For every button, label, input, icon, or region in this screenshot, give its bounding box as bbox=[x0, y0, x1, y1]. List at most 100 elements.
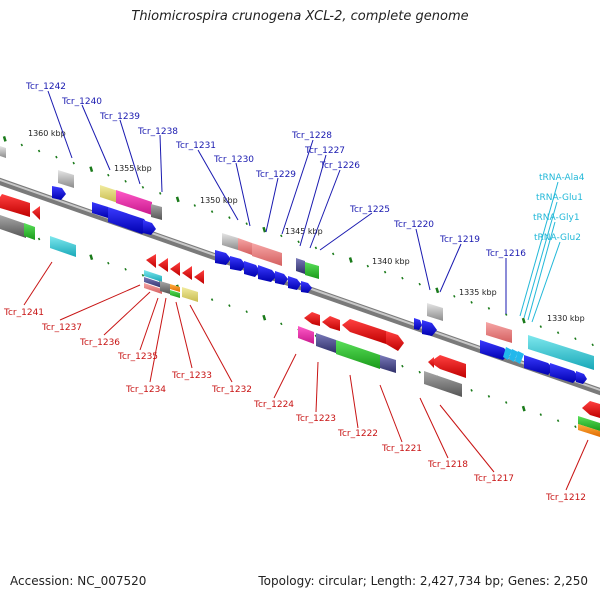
upper-tick bbox=[55, 155, 58, 159]
upper-tick bbox=[556, 331, 560, 335]
label-trna-glu2: tRNA-Glu2 bbox=[534, 233, 581, 243]
upper-tick bbox=[331, 252, 335, 256]
leader-tcr1220 bbox=[415, 228, 431, 291]
leader-tcr1236 bbox=[103, 291, 151, 336]
gene-tcr1218 bbox=[430, 355, 466, 378]
upper-tick bbox=[280, 234, 283, 238]
label-tcr1219: Tcr_1219 bbox=[439, 235, 480, 245]
genome-summary-text: Topology: circular; Length: 2,427,734 bp… bbox=[258, 574, 588, 588]
label-tcr1227: Tcr_1227 bbox=[304, 146, 345, 156]
gene-tcr1223 bbox=[316, 333, 336, 353]
label-tcr1241: Tcr_1241 bbox=[3, 308, 44, 318]
leader-trna-gly1 bbox=[527, 221, 556, 321]
leader-tcr1222 bbox=[349, 374, 359, 429]
gene-tcr1240 bbox=[100, 185, 118, 203]
gene-fwd-blue-10 bbox=[288, 276, 301, 290]
label-tcr1233: Tcr_1233 bbox=[171, 371, 212, 381]
label-tcr1216: Tcr_1216 bbox=[485, 249, 526, 259]
lower-tick bbox=[418, 370, 421, 374]
accession-text: Accession: NC_007520 bbox=[10, 574, 147, 588]
label-trna-gly1: tRNA-Gly1 bbox=[533, 213, 580, 223]
upper-tick bbox=[435, 287, 440, 294]
leader-tcr1232 bbox=[189, 304, 233, 383]
leader-tcr1234 bbox=[149, 297, 167, 383]
leader-tcr1227 bbox=[299, 154, 327, 247]
upper-tick bbox=[245, 222, 248, 226]
gene-tcr1233b bbox=[170, 290, 180, 298]
gene-trna-2 bbox=[509, 349, 518, 362]
forward-strand-genes bbox=[0, 146, 594, 384]
gene-tcr1230 bbox=[238, 238, 252, 255]
label-tcr1220: Tcr_1220 bbox=[393, 220, 434, 230]
gene-tcr1221 bbox=[380, 355, 396, 373]
gene-tcr1224a bbox=[304, 312, 320, 326]
gene-rev-red-6 bbox=[182, 266, 192, 280]
upper-tick bbox=[297, 240, 300, 244]
lower-tick bbox=[574, 425, 577, 429]
leader-tcr1219 bbox=[439, 243, 462, 293]
upper-tick bbox=[314, 246, 318, 250]
gene-fwd-blue-12 bbox=[414, 318, 422, 330]
gene-fwd-grey bbox=[0, 146, 6, 158]
gene-fwd-blue-3 bbox=[108, 207, 150, 234]
label-tcr1225: Tcr_1225 bbox=[349, 205, 390, 215]
leader-trna-glu1 bbox=[523, 201, 558, 319]
label-tcr1232: Tcr_1232 bbox=[211, 385, 252, 395]
gene-fwd-blue-13 bbox=[422, 320, 437, 336]
upper-tick bbox=[89, 166, 94, 173]
label-tcr1231: Tcr_1231 bbox=[175, 141, 216, 151]
leader-tcr1228 bbox=[281, 139, 314, 235]
lower-tick bbox=[210, 298, 214, 301]
upper-tick bbox=[107, 173, 110, 177]
label-tcr1236: Tcr_1236 bbox=[79, 338, 120, 348]
leader-tcr1223 bbox=[315, 361, 319, 413]
map-title: Thiomicrospira crunogena XCL-2, complete… bbox=[131, 9, 469, 24]
leader-tcr1240 bbox=[81, 104, 111, 171]
gene-tcr1224d bbox=[386, 331, 404, 351]
upper-tick bbox=[574, 337, 577, 341]
gene-rev-red-3 bbox=[146, 254, 156, 268]
leader-lines bbox=[23, 90, 589, 491]
leader-tcr1230 bbox=[235, 162, 251, 227]
gene-rev-red-5 bbox=[170, 262, 180, 276]
gene-trna-1 bbox=[503, 347, 512, 360]
gene-fwd-blue-7 bbox=[244, 261, 260, 277]
gene-tcr1220 bbox=[427, 303, 443, 321]
gene-trna-3 bbox=[515, 351, 524, 364]
leader-tcr1241 bbox=[23, 261, 53, 306]
gene-fwd-blue-11 bbox=[301, 281, 312, 293]
scale-label-1330: 1330 kbp bbox=[547, 314, 585, 323]
label-tcr1226: Tcr_1226 bbox=[319, 161, 360, 171]
gene-rev-red-7 bbox=[194, 270, 204, 284]
leader-trna-ala4 bbox=[519, 181, 559, 317]
gene-fwd-blue-9 bbox=[275, 271, 288, 285]
label-tcr1230: Tcr_1230 bbox=[213, 155, 254, 165]
scale-labels: 1360 kbp 1355 kbp 1350 kbp 1345 kbp 1340… bbox=[28, 129, 585, 323]
reverse-gene-labels: Tcr_1241 Tcr_1237 Tcr_1236 Tcr_1235 Tcr_… bbox=[3, 308, 586, 503]
label-tcr1242: Tcr_1242 bbox=[25, 82, 66, 92]
label-tcr1212: Tcr_1212 bbox=[545, 493, 586, 503]
gene-tcr1242 bbox=[58, 170, 74, 188]
rna-gene-labels: tRNA-Ala4 tRNA-Glu1 tRNA-Gly1 tRNA-Glu2 bbox=[533, 173, 585, 243]
label-tcr1229: Tcr_1229 bbox=[255, 170, 296, 180]
lower-tick bbox=[521, 405, 526, 412]
lower-tick bbox=[89, 254, 94, 261]
gene-tcr1233 bbox=[170, 284, 180, 292]
upper-tick bbox=[37, 149, 41, 153]
gene-fwd-blue-17 bbox=[576, 371, 587, 384]
lower-tick bbox=[228, 304, 231, 307]
upper-tick bbox=[591, 343, 594, 347]
lower-tick bbox=[262, 314, 267, 321]
upper-tick bbox=[141, 185, 145, 189]
label-tcr1239: Tcr_1239 bbox=[99, 112, 140, 122]
label-tcr1224: Tcr_1224 bbox=[253, 400, 294, 410]
gene-tcr1224 bbox=[298, 326, 314, 344]
label-trna-ala4: tRNA-Ala4 bbox=[539, 173, 585, 183]
leader-trna-glu2 bbox=[531, 241, 561, 323]
lower-tick bbox=[245, 310, 248, 314]
gene-fwd-blue-15 bbox=[524, 355, 554, 375]
gene-tcr1235 bbox=[144, 283, 162, 294]
gene-rev-red-2 bbox=[32, 206, 40, 220]
gene-tcr1232 bbox=[182, 287, 198, 302]
gene-cyan-block bbox=[528, 335, 594, 370]
